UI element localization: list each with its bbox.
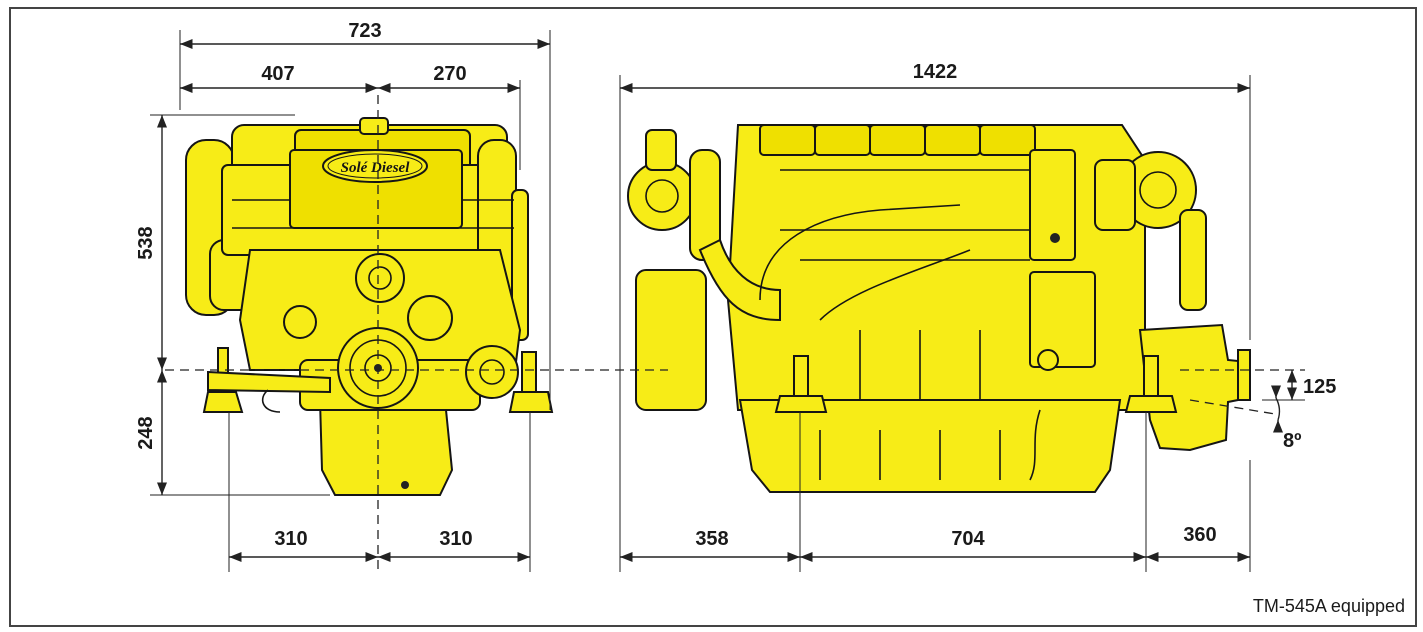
caption-model: TM-545A equipped (1253, 596, 1405, 616)
brand-logo-text: Solé Diesel (341, 160, 411, 176)
dim-mount-left: 310 (274, 528, 307, 550)
dim-output-offset: 125 (1303, 376, 1336, 398)
sheet-border (9, 7, 1417, 627)
brand-logo (322, 149, 428, 183)
dim-front-lower-height: 248 (135, 416, 157, 449)
dim-front-overall-width: 723 (348, 20, 381, 42)
dim-mount-right: 310 (439, 528, 472, 550)
dim-front-upper-height: 538 (135, 226, 157, 259)
dim-front-right-half: 270 (433, 63, 466, 85)
front-view-engine (185, 117, 554, 496)
dim-mount-spacing: 704 (951, 528, 985, 550)
dim-front-left-half: 407 (261, 63, 294, 85)
dim-mount-to-rear: 360 (1183, 524, 1216, 546)
side-view-engine (627, 124, 1251, 493)
dim-arc-tilt (1275, 397, 1281, 421)
dim-side-overall-length: 1422 (913, 61, 958, 83)
dim-front-to-mount: 358 (695, 528, 728, 550)
dim-tilt-angle: 8º (1283, 430, 1301, 452)
